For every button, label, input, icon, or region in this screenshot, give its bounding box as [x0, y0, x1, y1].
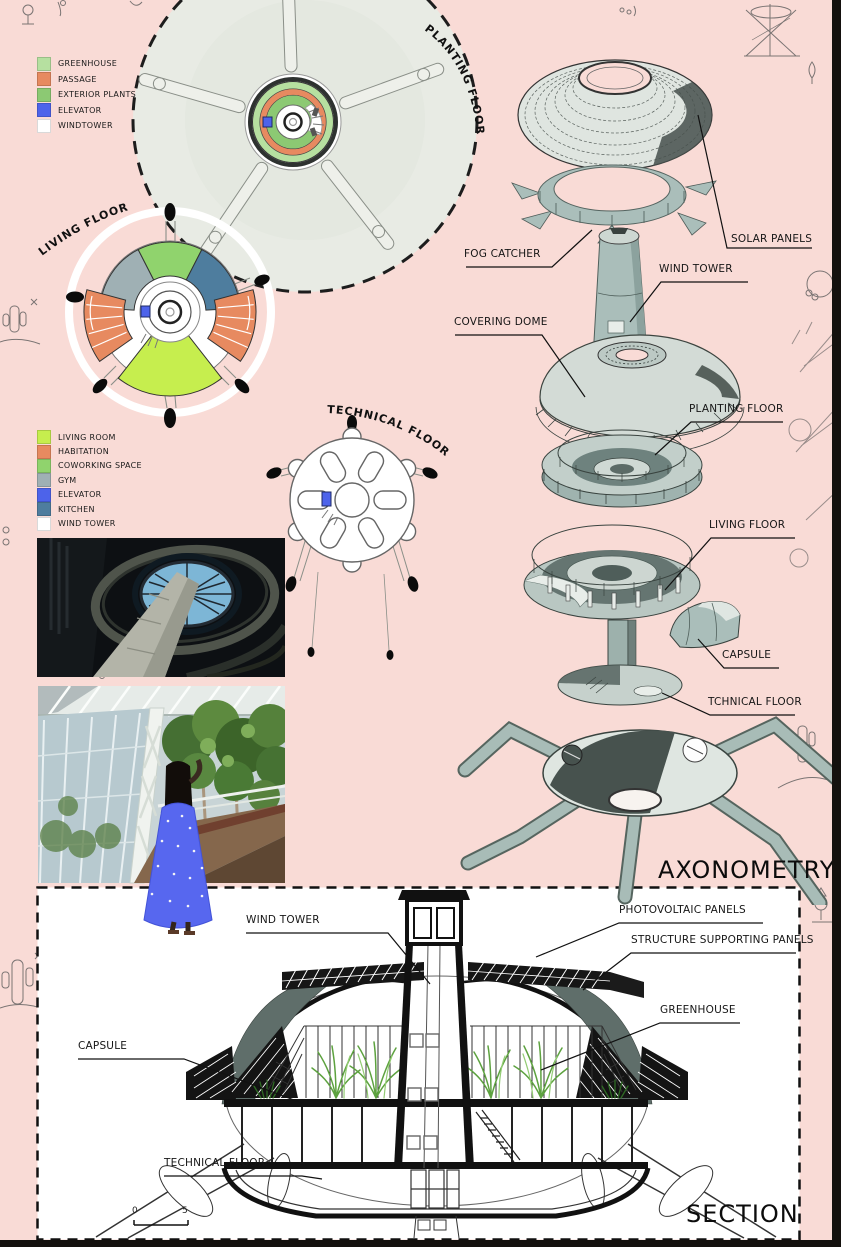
legend-row: ELEVATOR — [37, 487, 142, 502]
legend-swatch — [37, 444, 51, 459]
axon-leaders — [455, 114, 812, 716]
section-drawing — [36, 886, 801, 1241]
axonometry-drawing — [455, 59, 841, 905]
legend-row: PASSAGE — [37, 72, 136, 88]
living-floor-disc — [523, 524, 701, 620]
legend-swatch — [37, 487, 51, 502]
label-fog-catcher: FOG CATCHER — [464, 248, 541, 260]
living-floor-legend: LIVING ROOM HABITATION COWORKING SPACE G… — [37, 430, 142, 531]
legend-label: KITCHEN — [58, 504, 95, 514]
legend-row: HABITATION — [37, 444, 142, 459]
trees — [162, 700, 285, 837]
legend-row: LIVING ROOM — [37, 430, 142, 445]
doodle-candle — [57, 0, 66, 17]
floor-plans-drawing: PLANTING FLOOR LIVING FLOOR — [36, 0, 486, 660]
axonometry-title: AXONOMETRY — [658, 856, 836, 884]
legend-row: GYM — [37, 473, 142, 488]
legend-swatch — [37, 87, 51, 102]
render-greenhouse-walkway — [38, 686, 285, 935]
doodle-cactus-left — [0, 298, 41, 345]
render-wind-tower-interior — [37, 538, 285, 677]
label-technical-floor-section: TECHNICAL FLOOR — [164, 1157, 266, 1169]
doodle-lamp-top — [808, 61, 816, 84]
label-photovoltaic-panels: PHOTOVOLTAIC PANELS — [619, 904, 746, 916]
legend-label: WIND TOWER — [58, 519, 116, 529]
legend-label: HABITATION — [58, 447, 109, 457]
legend-swatch — [37, 430, 51, 445]
label-wind-tower-section: WIND TOWER — [246, 914, 320, 926]
legend-label: GYM — [58, 475, 77, 485]
label-structure-supporting-panels: STRUCTURE SUPPORTING PANELS — [631, 934, 814, 946]
section-leaders — [78, 922, 796, 1180]
stairs — [475, 1109, 521, 1163]
legend-label: GREENHOUSE — [58, 59, 118, 69]
label-capsule-section: CAPSULE — [78, 1040, 128, 1052]
doodle-arc — [129, 0, 143, 6]
legend-row: GREENHOUSE — [37, 56, 136, 72]
leg-pads — [266, 415, 438, 660]
section-title: SECTION — [686, 1200, 799, 1228]
legend-label: PASSAGE — [58, 74, 97, 84]
label-greenhouse-section: GREENHOUSE — [660, 1004, 736, 1016]
legend-label: ELEVATOR — [58, 490, 102, 500]
label-wind-tower-axon: WIND TOWER — [659, 263, 733, 275]
label-covering-dome: COVERING DOME — [454, 316, 548, 328]
legend-swatch — [37, 502, 51, 517]
legend-row: COWORKING SPACE — [37, 458, 142, 473]
legend-swatch — [37, 516, 51, 531]
legend-label: COWORKING SPACE — [58, 461, 142, 471]
leg-pads — [66, 203, 270, 428]
legend-row: EXTERIOR PLANTS — [37, 87, 136, 103]
doodle-top-left — [22, 4, 34, 25]
legend-swatch — [37, 72, 51, 87]
technical-floor-plan: TECHNICAL FLOOR — [266, 403, 451, 660]
legend-row: KITCHEN — [37, 502, 142, 517]
doodle-marks — [619, 5, 636, 17]
legend-row: WIND TOWER — [37, 516, 142, 531]
elevator-marker — [140, 305, 151, 318]
technical-floor-piece — [557, 619, 683, 706]
label-capsule-axon: CAPSULE — [722, 649, 772, 661]
greenhouse-glazing — [267, 1025, 637, 1098]
capsule-piece — [669, 601, 741, 648]
legend-label: WINDTOWER — [58, 121, 113, 131]
walking-woman — [143, 758, 213, 935]
scale-start: 0 — [132, 1206, 138, 1216]
solar-panels-dome — [517, 59, 713, 171]
legend-label: ELEVATOR — [58, 105, 102, 115]
scale-bar — [133, 1220, 189, 1226]
legend-row: WINDTOWER — [37, 118, 136, 134]
legend-label: LIVING ROOM — [58, 432, 116, 442]
doodle-tower-sketch — [744, 4, 800, 57]
planting-floor-legend: GREENHOUSE PASSAGE EXTERIOR PLANTS ELEVA… — [37, 56, 136, 134]
bottom-edge-strip — [0, 1240, 841, 1247]
legend-swatch — [37, 118, 51, 133]
pv-bands — [281, 959, 644, 998]
label-technical-floor-axon: TCHNICAL FLOOR — [708, 696, 802, 708]
planting-floor-plan: PLANTING FLOOR — [131, 0, 486, 294]
label-solar-panels: SOLAR PANELS — [731, 233, 813, 245]
fog-catcher-ring — [511, 164, 717, 244]
planting-floor-ring — [541, 429, 703, 508]
legend-label: EXTERIOR PLANTS — [58, 90, 137, 100]
doodle-dots-left — [2, 526, 10, 546]
right-edge-strip — [832, 0, 841, 1247]
elevator-marker — [321, 491, 332, 507]
label-living-floor: LIVING FLOOR — [709, 519, 786, 531]
plants — [253, 1041, 629, 1099]
living-floor-plan: LIVING FLOOR — [36, 200, 275, 428]
label-planting-floor: PLANTING FLOOR — [689, 403, 784, 415]
wind-tower-column — [593, 227, 647, 351]
elevator-marker — [262, 116, 273, 128]
legend-swatch — [37, 56, 51, 71]
section-wind-tower — [394, 890, 474, 1169]
legend-swatch — [37, 473, 51, 488]
scale-end: 5 — [182, 1206, 188, 1216]
legend-swatch — [37, 458, 51, 473]
base-legs — [457, 716, 841, 905]
legend-swatch — [37, 103, 51, 118]
legend-row: ELEVATOR — [37, 103, 136, 119]
